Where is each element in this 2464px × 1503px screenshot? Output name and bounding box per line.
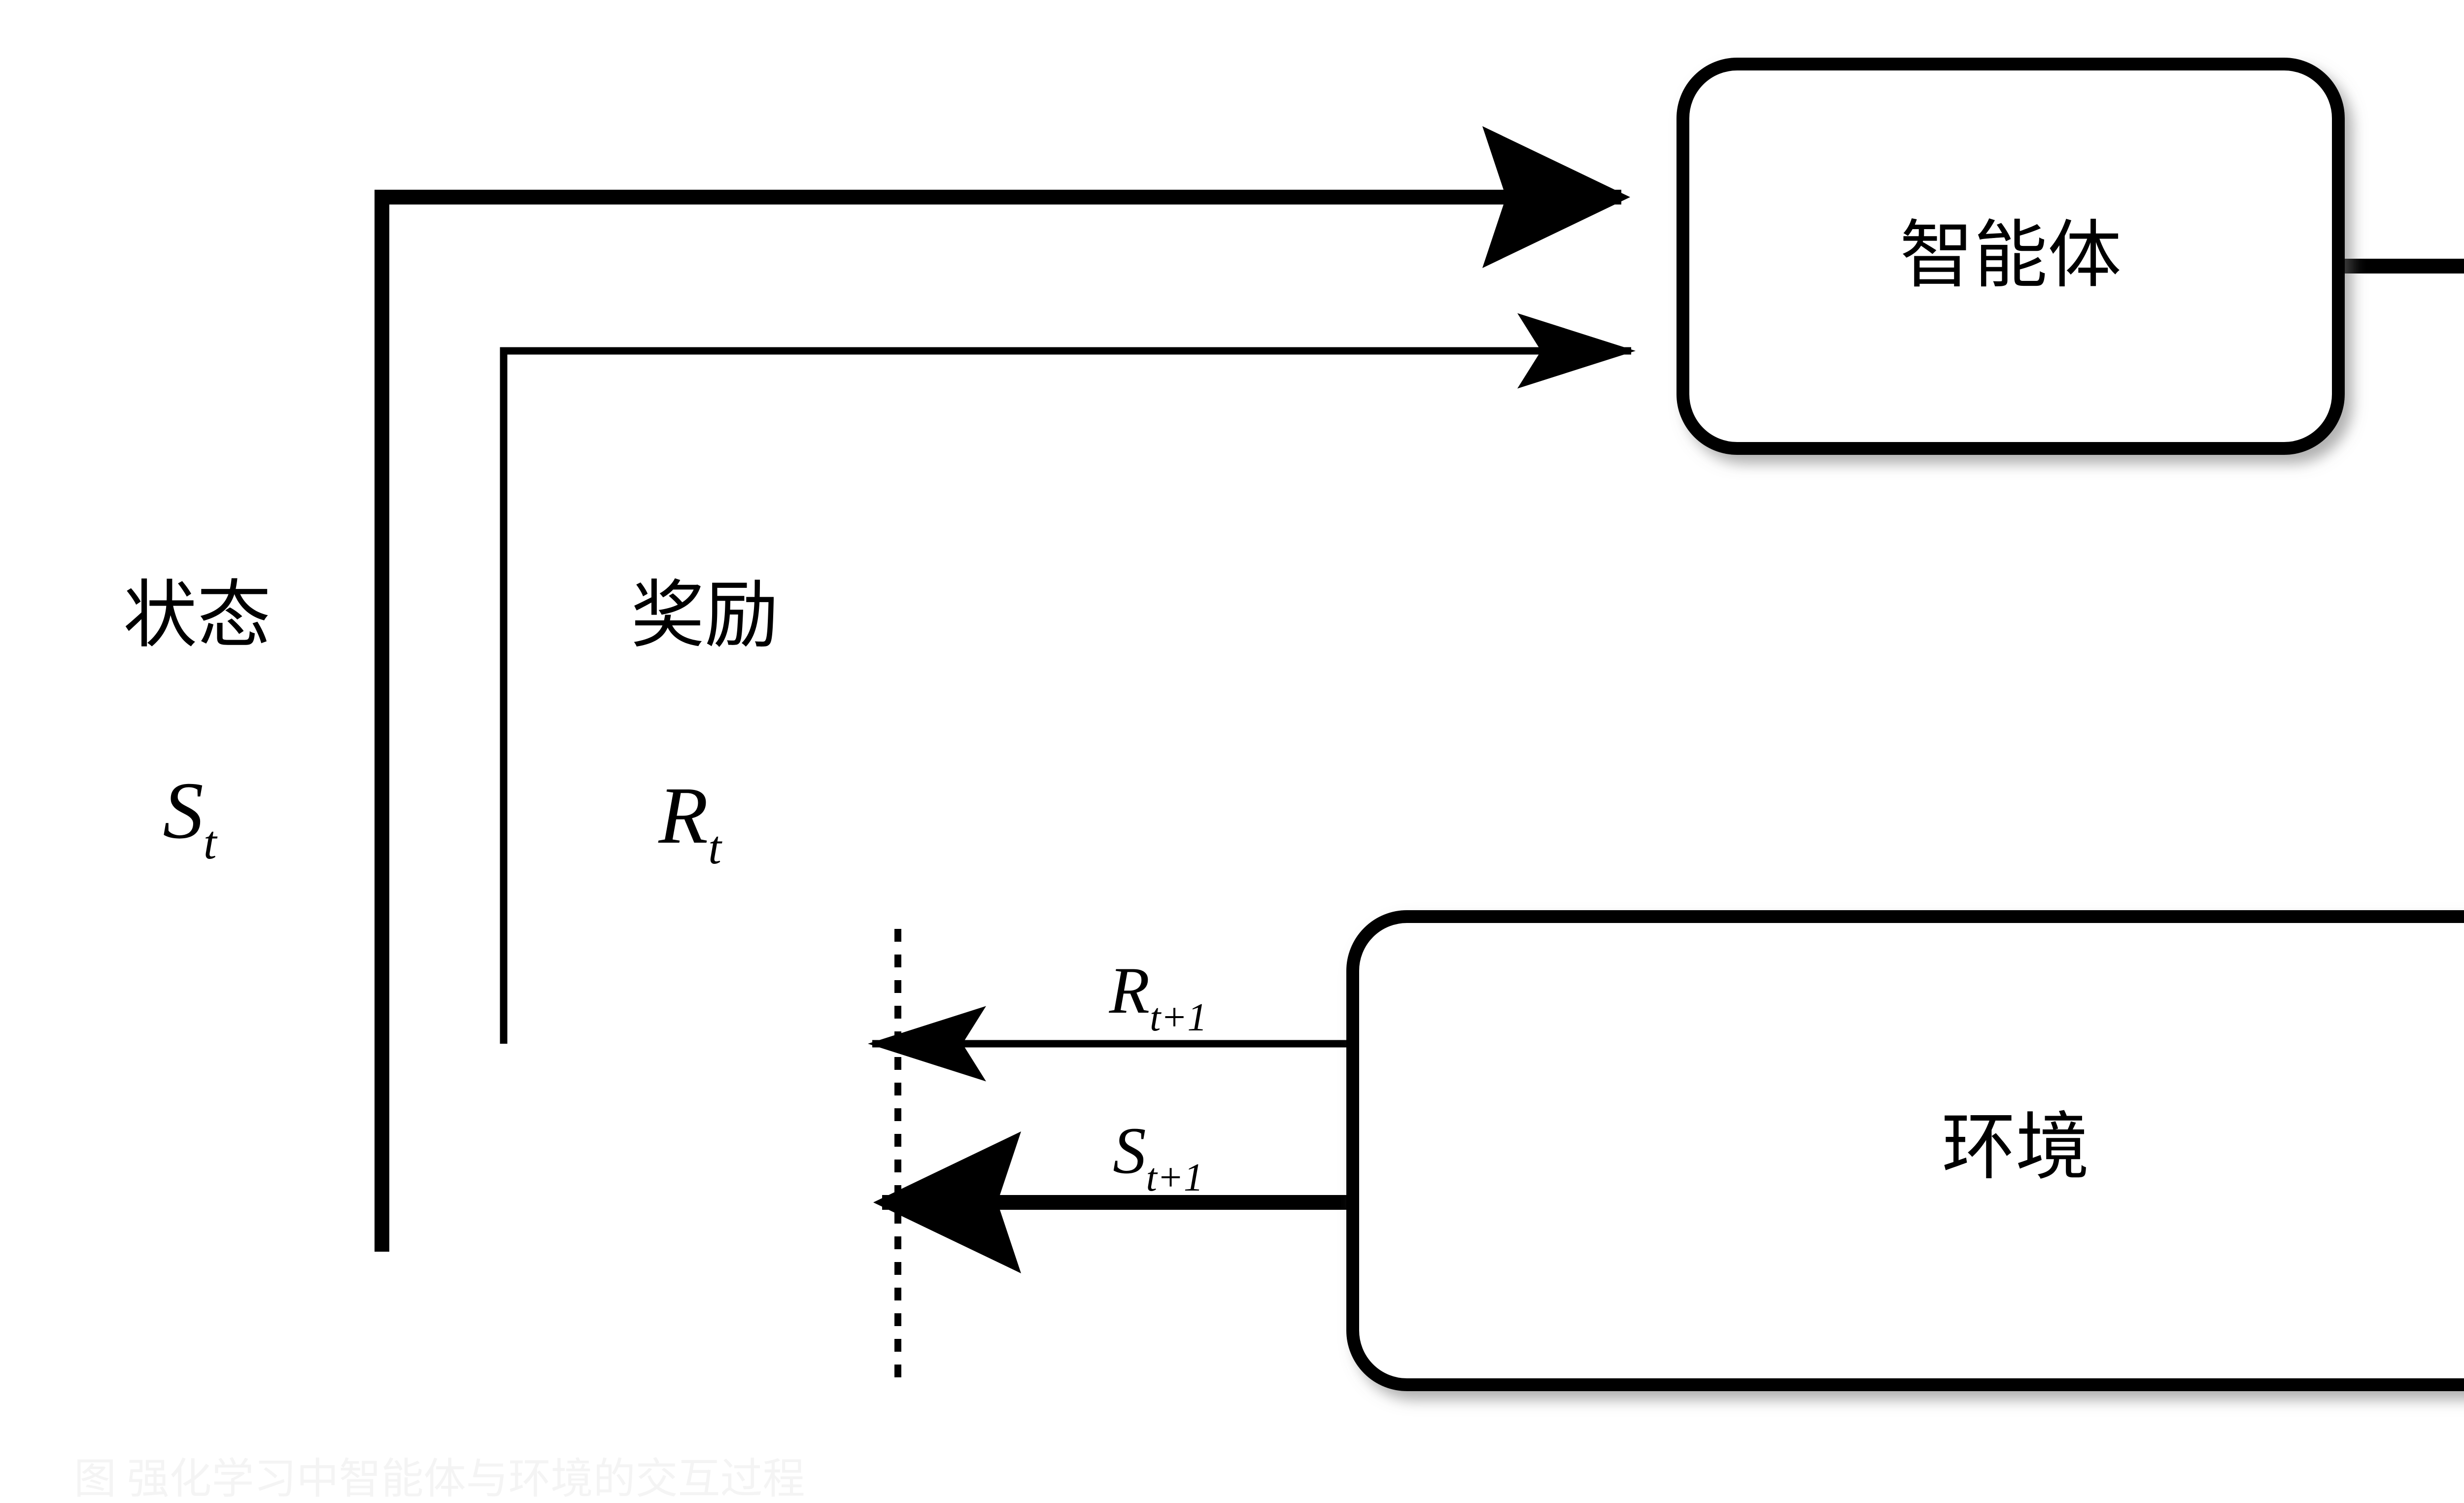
state-subscript: t xyxy=(204,816,218,869)
node-agent[interactable]: 智能体 xyxy=(1677,58,2345,455)
reward-next-subscript: t+1 xyxy=(1150,996,1207,1039)
state-label-math: St xyxy=(163,765,218,869)
environment-box-shape[interactable] xyxy=(1346,910,2464,1391)
state-symbol: S xyxy=(163,765,204,855)
edge-state-feedback xyxy=(375,126,1631,1252)
state-next-math: St+1 xyxy=(1113,1114,1203,1199)
state-next-symbol: S xyxy=(1113,1114,1146,1188)
reward-subscript: t xyxy=(708,821,722,874)
figure-caption-text: 图 强化学习中智能体与环境的交互过程 xyxy=(74,1455,805,1503)
state-next-subscript: t+1 xyxy=(1146,1156,1203,1199)
label-reward: 奖励 Rt xyxy=(631,575,779,874)
agent-box-label: 智能体 xyxy=(1900,215,2122,297)
figure-caption: 图 强化学习中智能体与环境的交互过程 xyxy=(74,1455,805,1503)
label-state-next: St+1 xyxy=(1113,1114,1203,1199)
reward-label-math: Rt xyxy=(658,770,722,874)
reward-next-math: Rt+1 xyxy=(1109,954,1207,1039)
label-reward-next: Rt+1 xyxy=(1109,954,1207,1039)
reward-next-symbol: R xyxy=(1109,954,1150,1027)
state-label-cn: 状态 xyxy=(123,575,271,657)
label-state: 状态 St xyxy=(123,575,271,869)
agent-box-shape[interactable] xyxy=(1677,58,2345,455)
reward-symbol: R xyxy=(658,770,708,860)
reward-label-cn: 奖励 xyxy=(631,575,779,657)
node-environment[interactable]: 环境 xyxy=(1346,910,2464,1391)
environment-box-label: 环境 xyxy=(1942,1107,2089,1189)
edge-reward-feedback xyxy=(500,313,1636,1044)
